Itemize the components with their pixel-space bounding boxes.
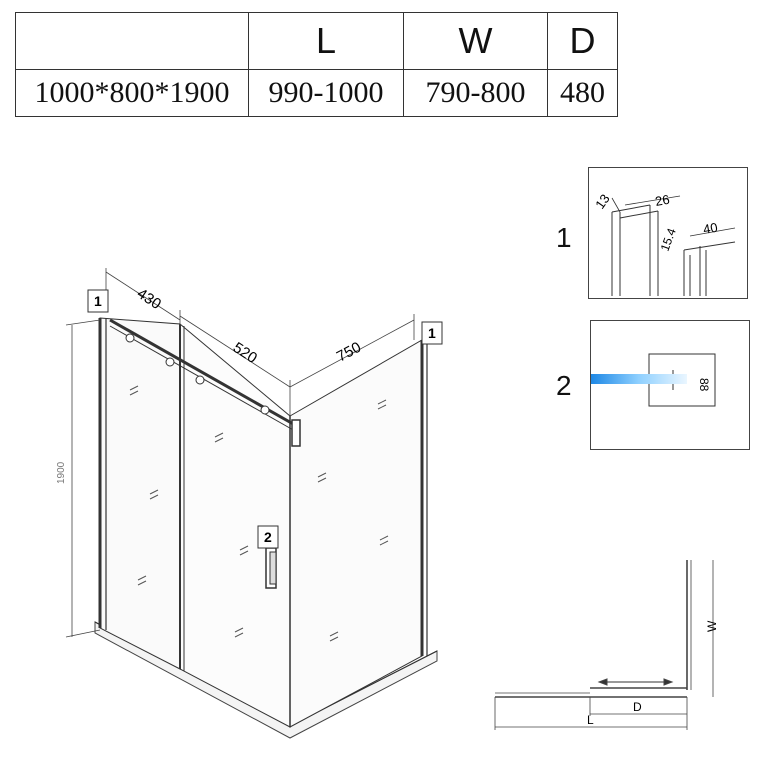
detail-2-label: 88: [697, 378, 711, 392]
callout-text-2: 2: [264, 529, 272, 545]
plan-label-w: W: [705, 620, 719, 632]
detail-box-2: [590, 320, 750, 450]
callout-text-1-left: 1: [94, 293, 102, 309]
cell-d: 480: [547, 69, 618, 117]
dim-text-520: 520: [230, 339, 260, 367]
detail-1-dim-26: 26: [654, 192, 671, 209]
glass-highlight-bar: [591, 374, 687, 384]
dim-text-750: 750: [334, 339, 364, 366]
header-blank: [15, 12, 249, 70]
plan-label-l: L: [587, 713, 594, 727]
detail-box-1: [588, 167, 748, 299]
spec-table-row: 1000*800*1900 990-1000 790-800 480: [15, 69, 618, 117]
callout-text-1-right: 1: [428, 325, 436, 341]
dim-text-1900: 1900: [56, 461, 67, 484]
detail-1-dim-13: 13: [592, 191, 613, 211]
cell-l: 990-1000: [248, 69, 404, 117]
detail-1-profile: [611, 195, 736, 296]
header-d: D: [547, 12, 618, 70]
cell-size: 1000*800*1900: [15, 69, 249, 117]
callout-box-2: [257, 525, 279, 549]
detail-number-2: 2: [556, 370, 572, 401]
callout-box-1-left: [87, 289, 109, 313]
detail-1-dim-40: 40: [702, 220, 719, 237]
dim-text-430: 430: [134, 285, 164, 313]
detail-number-1: 1: [556, 222, 572, 253]
spec-table: L W D 1000*800*1900 990-1000 790-800 480: [15, 12, 618, 117]
callout-box-1-right: [421, 321, 443, 345]
cell-w: 790-800: [403, 69, 548, 117]
fixed-glass-panel: [99, 317, 181, 670]
plan-label-d: D: [633, 700, 642, 714]
plan-view: [494, 560, 714, 730]
